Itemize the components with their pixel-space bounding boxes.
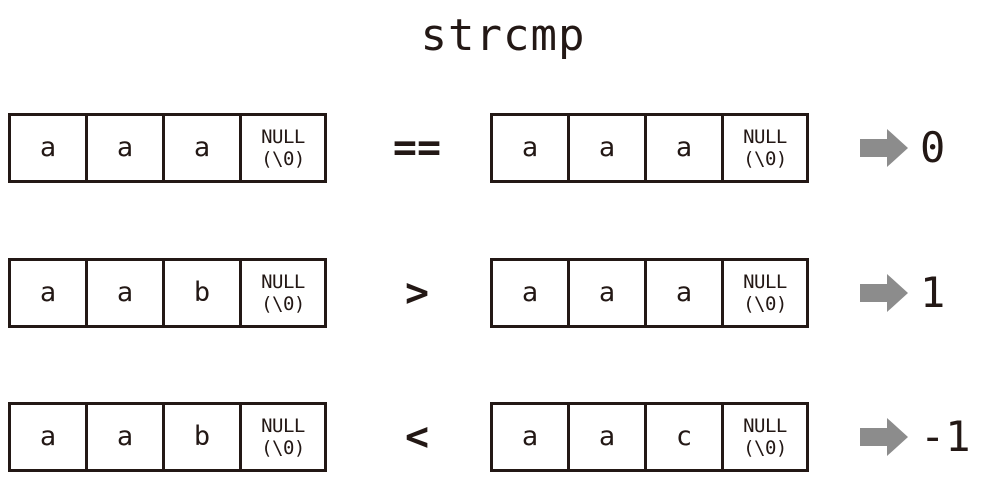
char-cell: a	[493, 116, 570, 180]
char-cell: a	[11, 116, 88, 180]
char-cell: a	[493, 261, 570, 325]
comparison-operator: ==	[392, 125, 442, 171]
char-value: a	[39, 421, 57, 452]
char-value: c	[675, 421, 693, 452]
char-value: b	[193, 277, 211, 308]
right-arrow-icon	[860, 274, 908, 312]
string-boxes-left: a a a NULL (\0)	[8, 113, 327, 183]
char-cell: a	[11, 261, 88, 325]
null-terminator-cell: NULL (\0)	[724, 261, 806, 325]
null-terminator-cell: NULL (\0)	[242, 116, 324, 180]
char-value: a	[39, 132, 57, 163]
null-label: NULL	[261, 271, 305, 293]
char-cell: a	[570, 116, 647, 180]
null-escape-label: (\0)	[261, 437, 305, 459]
null-label: NULL	[743, 415, 787, 437]
char-cell: a	[11, 405, 88, 469]
char-cell: a	[647, 116, 724, 180]
page-title: strcmp	[420, 10, 586, 61]
result-value: 1	[920, 268, 946, 317]
result-group: -1	[850, 402, 1000, 472]
char-value: a	[39, 277, 57, 308]
char-value: a	[521, 277, 539, 308]
result-value: 0	[920, 123, 946, 172]
comparison-row: a a a NULL (\0) == a a a NULL (\0)	[0, 103, 1006, 193]
char-cell: a	[570, 405, 647, 469]
string-boxes-right: a a a NULL (\0)	[490, 113, 809, 183]
null-escape-label: (\0)	[261, 148, 305, 170]
null-label: NULL	[743, 271, 787, 293]
right-arrow-icon	[860, 129, 908, 167]
char-value: a	[675, 132, 693, 163]
char-value: a	[598, 277, 616, 308]
string-boxes-left: a a b NULL (\0)	[8, 258, 327, 328]
char-value: a	[598, 421, 616, 452]
char-value: a	[116, 277, 134, 308]
comparison-operator: >	[404, 270, 430, 316]
result-group: 0	[850, 113, 1000, 183]
char-cell: a	[165, 116, 242, 180]
string-boxes-right: a a a NULL (\0)	[490, 258, 809, 328]
null-terminator-cell: NULL (\0)	[724, 116, 806, 180]
char-value: b	[193, 421, 211, 452]
null-escape-label: (\0)	[743, 437, 787, 459]
string-boxes-right: a a c NULL (\0)	[490, 402, 809, 472]
char-value: a	[116, 421, 134, 452]
null-terminator-cell: NULL (\0)	[242, 261, 324, 325]
result-group: 1	[850, 258, 1000, 328]
char-value: a	[521, 421, 539, 452]
char-value: a	[521, 132, 539, 163]
null-terminator-cell: NULL (\0)	[724, 405, 806, 469]
null-label: NULL	[261, 415, 305, 437]
null-escape-label: (\0)	[743, 293, 787, 315]
char-cell: b	[165, 261, 242, 325]
char-value: a	[598, 132, 616, 163]
char-cell: a	[647, 261, 724, 325]
null-label: NULL	[261, 126, 305, 148]
char-cell: a	[570, 261, 647, 325]
null-label: NULL	[743, 126, 787, 148]
char-value: a	[675, 277, 693, 308]
char-cell: b	[165, 405, 242, 469]
char-value: a	[116, 132, 134, 163]
char-cell: a	[88, 405, 165, 469]
comparison-row: a a b NULL (\0) < a a c NULL (\0)	[0, 392, 1006, 482]
comparison-operator: <	[404, 414, 430, 460]
char-value: a	[193, 132, 211, 163]
right-arrow-icon	[860, 418, 908, 456]
char-cell: c	[647, 405, 724, 469]
result-value: -1	[920, 412, 971, 461]
string-boxes-left: a a b NULL (\0)	[8, 402, 327, 472]
char-cell: a	[493, 405, 570, 469]
null-escape-label: (\0)	[261, 293, 305, 315]
null-escape-label: (\0)	[743, 148, 787, 170]
char-cell: a	[88, 116, 165, 180]
comparison-row: a a b NULL (\0) > a a a NULL (\0)	[0, 248, 1006, 338]
char-cell: a	[88, 261, 165, 325]
null-terminator-cell: NULL (\0)	[242, 405, 324, 469]
